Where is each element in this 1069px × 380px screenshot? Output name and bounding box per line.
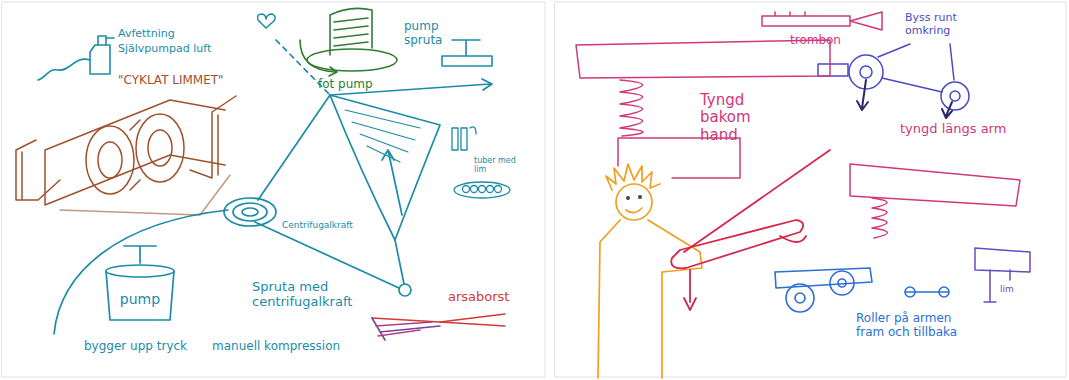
sketch-label: fot pump [318,78,373,92]
sketch-label: Avfettning [118,28,175,41]
sketch-label: lim [1000,284,1014,294]
sketch-label: "CYKLAT LIMMET" [118,74,224,88]
sketch-label: pump spruta [404,20,464,48]
sketch-label: trombon [790,34,841,48]
bucket-body [106,271,174,320]
pump-bucket: pump [104,263,176,323]
sketch-label: tyngd längs arm [900,122,1006,137]
sketch-label: Roller på armen fram och tillbaka [856,312,981,340]
sketch-label: Självpumpad luft [118,43,211,56]
sketch-label: tuber med lim [474,156,518,174]
sketch-label: manuell kompression [212,340,340,354]
sketch-label: bygger upp tryck [84,340,187,354]
bucket-rim [106,265,174,277]
sketch-label: Spruta med centrifugalkraft [252,280,348,310]
sketch-label: Centrifugalkraft [282,220,353,230]
sketch-label: arsaborst [448,290,509,305]
sketch-label: Byss runt omkring [905,12,985,37]
node-text: pump [120,291,160,307]
sketch-label: Tyngd bakom hand [700,92,775,144]
